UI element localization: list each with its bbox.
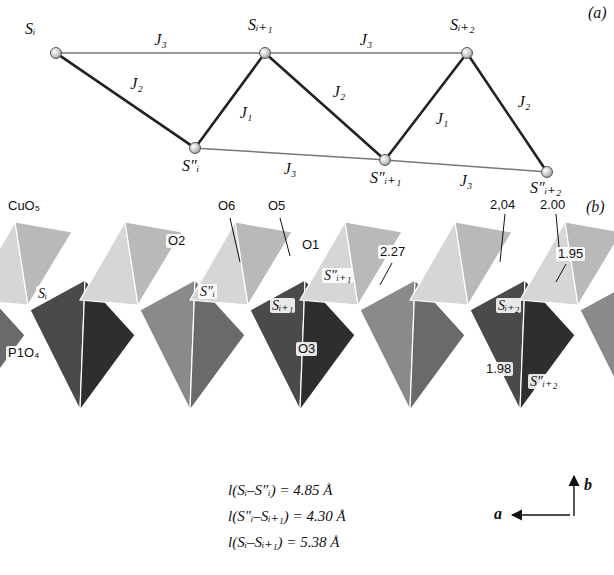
bond-length: 1.95	[556, 247, 585, 261]
site-label: Sᵢ	[36, 286, 49, 301]
coupling-label: J₂	[333, 83, 346, 101]
axis-label: a	[494, 505, 502, 523]
exchange-bond	[470, 58, 543, 167]
atom-label: O3	[296, 342, 317, 356]
leader-lines	[230, 214, 566, 285]
site-label: Sᵢ₊₁	[248, 16, 273, 34]
exchange-bond	[199, 58, 262, 143]
coupling-label: J₃	[284, 160, 297, 178]
coupling-label: J₂	[518, 93, 531, 111]
coupling-label: J₂	[130, 75, 143, 93]
polyhedron-name: CuO₅	[6, 199, 42, 213]
exchange-bond	[389, 58, 464, 155]
atom-label: O5	[268, 199, 285, 213]
coupling-label: J₃	[360, 31, 373, 49]
bond-length: 2.00	[540, 198, 565, 212]
polyhedron-name: P1O₄	[6, 346, 41, 360]
distance-note: l(S″ᵢ–Sᵢ₊₁) = 4.30 Å	[228, 508, 346, 525]
distance-note: l(Sᵢ–S″ᵢ) = 4.85 Å	[228, 482, 332, 499]
site-label: Sᵢ	[25, 20, 36, 38]
axis-label: b	[584, 476, 592, 494]
exchange-bond	[271, 52, 461, 54]
spin-site: S″ᵢ₊₂	[541, 166, 553, 178]
spin-site: Sᵢ₊₁	[259, 47, 271, 59]
panel-tag: (a)	[588, 4, 607, 22]
distance-note: l(Sᵢ–Sᵢ₊₁) = 5.38 Å	[228, 534, 339, 551]
exchange-bond	[269, 57, 380, 156]
site-label: S″ᵢ₊₁	[322, 268, 353, 283]
site-label: S″ᵢ	[182, 157, 199, 175]
coupling-label: J₁	[240, 104, 253, 122]
site-label: S″ᵢ	[198, 284, 217, 299]
bond-length: 1.98	[484, 362, 513, 376]
site-label: Sᵢ₊₁	[270, 298, 295, 313]
spin-site: Sᵢ₊₂	[461, 47, 473, 59]
exchange-bond	[391, 160, 541, 171]
coupling-label: J₁	[436, 110, 449, 128]
spin-site: S″ᵢ₊₁	[379, 154, 391, 166]
bond-length: 2.27	[378, 245, 407, 259]
bond-length: 2,04	[490, 198, 515, 212]
cuo5-pyramids	[0, 222, 614, 305]
exchange-bond	[201, 148, 379, 159]
panel-tag: (b)	[586, 198, 605, 216]
spin-site: S″ᵢ	[189, 142, 201, 154]
exchange-bond	[61, 56, 190, 144]
atom-label: O1	[300, 238, 321, 252]
site-label: S″ᵢ₊₁	[370, 169, 401, 187]
axis-arrows	[512, 476, 574, 516]
site-label: Sᵢ₊₂	[450, 16, 475, 34]
atom-label: O2	[166, 234, 187, 248]
spin-site: Sᵢ	[50, 47, 62, 59]
site-label: S″ᵢ₊₂	[530, 179, 561, 197]
site-label: Sᵢ₊₂	[496, 298, 521, 313]
atom-label: O6	[218, 199, 235, 213]
coupling-label: J₃	[460, 172, 473, 190]
exchange-bond	[62, 52, 259, 54]
site-label: S″ᵢ₊₂	[528, 374, 559, 389]
coupling-label: J₃	[154, 31, 167, 49]
